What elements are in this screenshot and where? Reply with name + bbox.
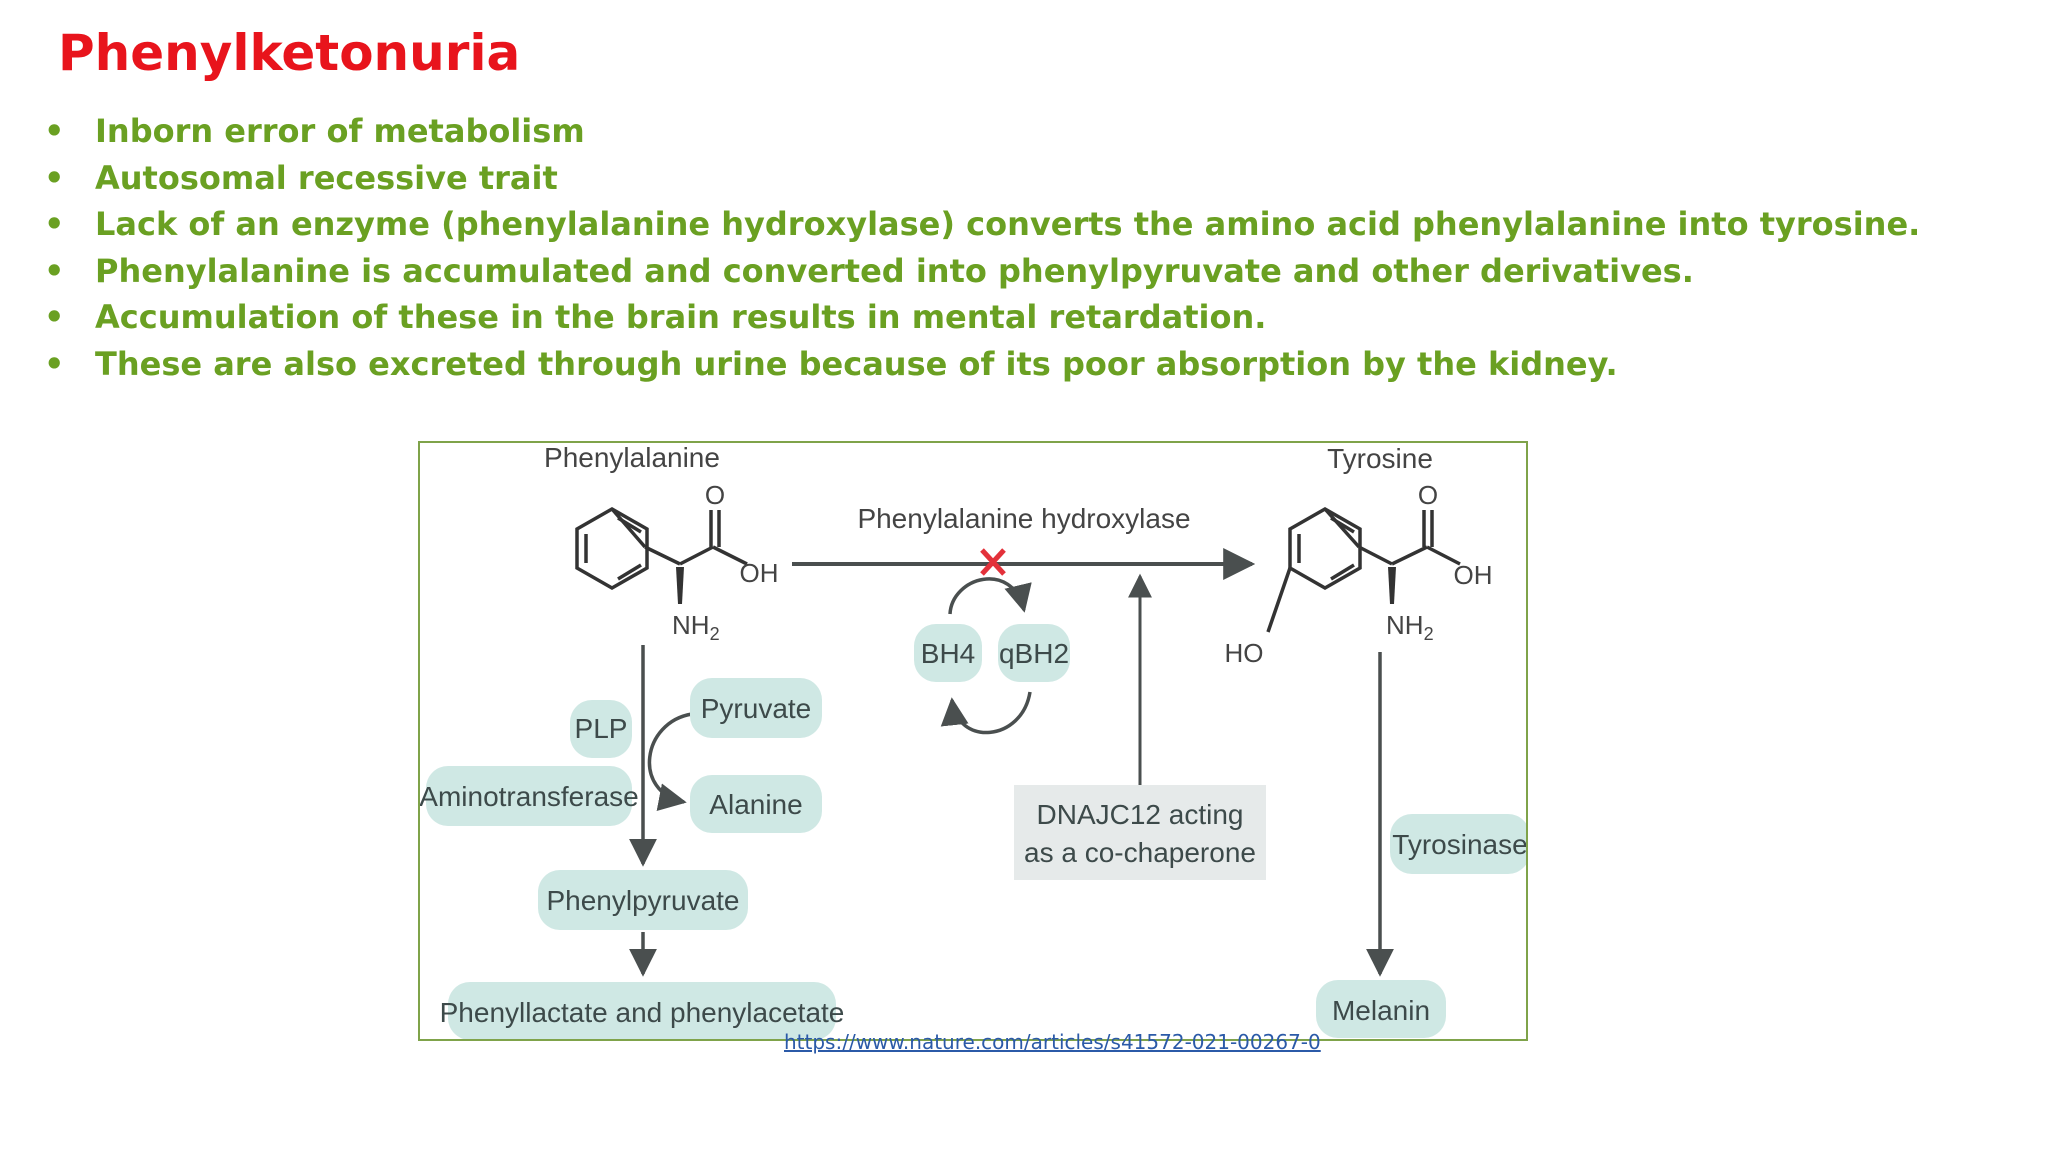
phenylpyruvate-label: Phenylpyruvate: [546, 885, 739, 916]
bullet-icon: •: [44, 205, 65, 243]
products-pill: [448, 982, 836, 1039]
tyrosine-structure-icon: [1266, 506, 1461, 633]
pathway-diagram: Phenylalanine O OH NH2 Tyrosine: [418, 441, 1528, 1041]
hydroxyl-label: OH: [1454, 560, 1493, 590]
hydroxyl-label: OH: [740, 558, 779, 588]
bullet-text: These are also excreted through urine be…: [95, 344, 1618, 383]
bullet-icon: •: [44, 298, 65, 336]
phenylalanine-label: Phenylalanine: [544, 443, 720, 473]
aminotransferase-pill: [426, 766, 632, 826]
products-label: Phenyllactate and phenylacetate: [440, 997, 845, 1028]
melanin-label: Melanin: [1332, 995, 1430, 1026]
cofactor-arrow-bottom: [940, 691, 1032, 735]
pyruvate-label: Pyruvate: [701, 693, 812, 724]
alanine-pill: [690, 775, 822, 833]
cofactor-arrow-top: [948, 577, 1032, 615]
bullet-text: Autosomal recessive trait: [95, 158, 558, 197]
bullet-icon: •: [44, 251, 65, 290]
chaperone-line1: DNAJC12 acting: [1037, 799, 1244, 830]
pyruvate-to-alanine-arrow: [647, 712, 693, 811]
phenylpyruvate-pill: [538, 870, 748, 930]
bullet-icon: •: [44, 158, 65, 197]
slide-title: Phenylketonuria: [58, 24, 521, 82]
wedge-bond-icon: [1388, 567, 1396, 604]
melanin-pill: [1316, 980, 1446, 1038]
oxygen-label: O: [705, 480, 725, 510]
bh4-label: BH4: [921, 638, 975, 669]
source-link[interactable]: https://www.nature.com/articles/s41572-0…: [784, 1030, 1321, 1054]
bullet-item: • Accumulation of these in the brain resu…: [40, 294, 1920, 341]
qbh2-pill: [998, 624, 1070, 682]
oxygen-label: O: [1418, 480, 1438, 510]
tyrosinase-label: Tyrosinase: [1392, 829, 1526, 860]
blocked-x-icon: [980, 548, 1006, 576]
bullet-item: • Autosomal recessive trait: [40, 155, 1920, 202]
bullet-icon: •: [44, 344, 65, 383]
tyrosinase-pill: [1390, 814, 1526, 874]
pyruvate-pill: [690, 678, 822, 738]
alanine-label: Alanine: [709, 789, 802, 820]
bullet-item: • Lack of an enzyme (phenylalanine hydrox…: [40, 201, 1920, 248]
bullet-item: • These are also excreted through urine b…: [40, 341, 1920, 388]
aminotransferase-label: Aminotransferase: [420, 781, 639, 812]
plp-pill: [570, 700, 632, 758]
chaperone-line2: as a co-chaperone: [1024, 837, 1256, 868]
enzyme-label: Phenylalanine hydroxylase: [857, 503, 1190, 534]
bullet-text: Phenylalanine is accumulated and convert…: [95, 251, 1694, 290]
wedge-bond-icon: [676, 567, 684, 604]
bullet-icon: •: [44, 112, 65, 150]
bullet-item: • Inborn error of metabolism: [40, 108, 1920, 155]
bh4-pill: [914, 624, 982, 682]
ho-label: HO: [1225, 638, 1264, 668]
bullet-text: Inborn error of metabolism: [95, 112, 585, 150]
tyrosine-label: Tyrosine: [1327, 443, 1433, 474]
bullet-list: • Inborn error of metabolism • Autosomal r…: [40, 108, 1920, 387]
qbh2-label: qBH2: [999, 638, 1069, 669]
bullet-item: • Phenylalanine is accumulated and conver…: [40, 248, 1920, 295]
amine-label: NH2: [1386, 610, 1434, 644]
plp-label: PLP: [575, 713, 628, 744]
chaperone-box: [1014, 785, 1266, 880]
bullet-text: Lack of an enzyme (phenylalanine hydroxy…: [95, 205, 1921, 243]
pathway-svg: Phenylalanine O OH NH2 Tyrosine: [420, 443, 1526, 1039]
amine-label: NH2: [672, 610, 720, 644]
phenylalanine-structure-icon: [575, 506, 748, 591]
bullet-text: Accumulation of these in the brain resul…: [95, 298, 1267, 336]
